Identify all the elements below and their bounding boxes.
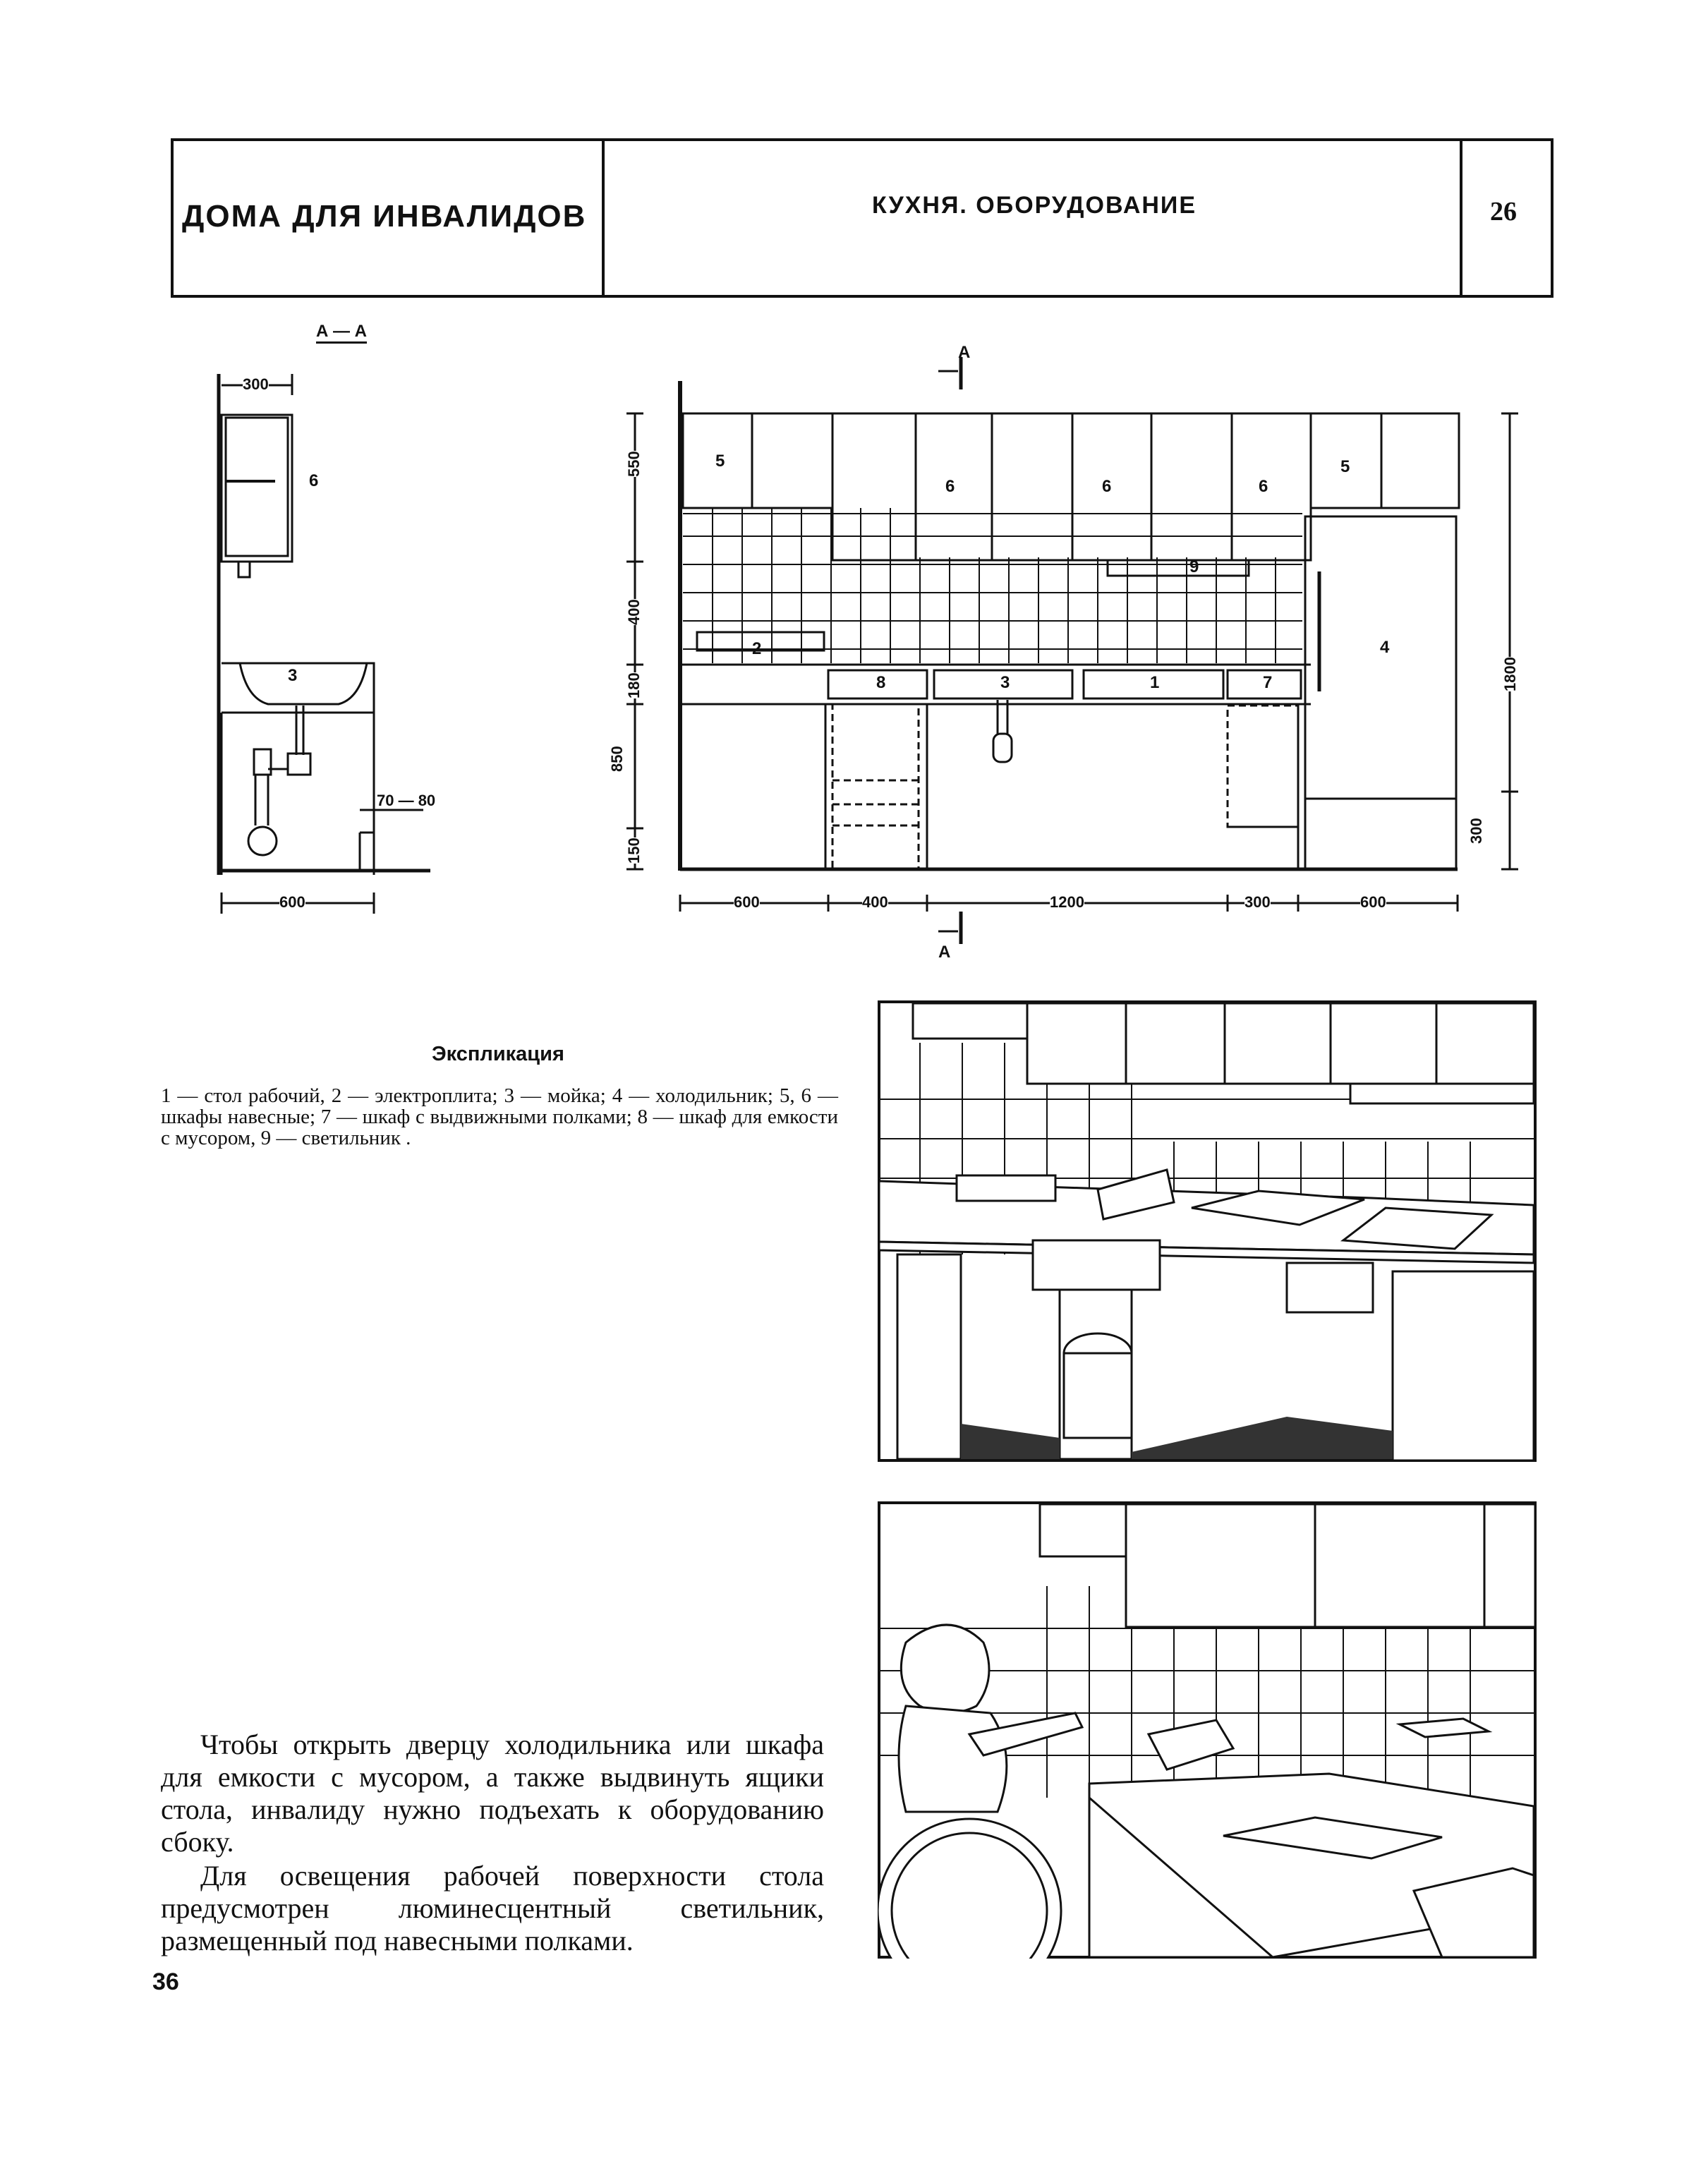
header-divider: [1460, 138, 1462, 295]
label-fridge: 4: [1380, 638, 1390, 657]
label-light: 9: [1189, 557, 1199, 576]
section-aa-drawing: [217, 374, 430, 914]
dim-70-80: 70 — 80: [377, 792, 436, 809]
legend-title: Экспликация: [432, 1043, 564, 1065]
label-drawers: 7: [1263, 673, 1273, 692]
dim-400: 400: [625, 599, 643, 625]
dim-550: 550: [625, 451, 643, 477]
cut-label-top: А: [958, 343, 971, 362]
label-5-left: 5: [715, 452, 725, 471]
section-title: ДОМА ДЛЯ ИНВАЛИДОВ: [182, 199, 587, 234]
label-sink: 3: [1000, 673, 1010, 692]
legend-text: 1 — стол рабочий, 2 — электроплита; 3 — …: [161, 1084, 838, 1149]
body-paragraph-1: Чтобы открыть дверцу холодильника или шк…: [161, 1729, 824, 1858]
page-number: 36: [152, 1968, 179, 1995]
dim-600: 600: [279, 893, 305, 912]
cut-label-bottom: А: [938, 943, 951, 962]
dim-600-b: 600: [1360, 893, 1386, 912]
kitchen-illustration-top: [878, 1000, 1537, 1462]
label-5-right: 5: [1340, 457, 1350, 476]
kitchen-elevation-drawing: [626, 357, 1518, 944]
label-stove: 2: [752, 639, 762, 658]
dim-1800: 1800: [1501, 657, 1520, 691]
label-6: 6: [1259, 477, 1268, 496]
body-paragraph-2: Для освещения рабочей поверхности стола …: [161, 1860, 824, 1956]
label-table: 1: [1150, 673, 1160, 692]
dim-300-b: 300: [1244, 893, 1271, 912]
dim-180: 180: [625, 672, 643, 698]
header-frame: [171, 138, 1553, 298]
section-aa-title: А — А: [316, 322, 367, 344]
sheet-title: КУХНЯ. ОБОРУДОВАНИЕ: [872, 192, 1197, 219]
dim-850: 850: [608, 746, 626, 772]
dim-150: 150: [625, 837, 643, 864]
label-bin-cabinet: 8: [876, 673, 886, 692]
dim-300: 300: [243, 375, 269, 394]
kitchen-illustration-wheelchair: [878, 1501, 1537, 1959]
dim-1200: 1200: [1050, 893, 1084, 912]
label-6: 6: [945, 477, 955, 496]
label-sink: 3: [288, 666, 298, 685]
header-divider: [602, 138, 605, 295]
label-cabinet: 6: [309, 471, 319, 490]
dim-300-fridge: 300: [1467, 818, 1486, 844]
header-divider: [171, 138, 174, 295]
header-divider: [1551, 138, 1553, 295]
sheet-number: 26: [1490, 197, 1517, 226]
dim-400-b: 400: [862, 893, 888, 912]
dim-600-a: 600: [734, 893, 760, 912]
label-6: 6: [1102, 477, 1112, 496]
